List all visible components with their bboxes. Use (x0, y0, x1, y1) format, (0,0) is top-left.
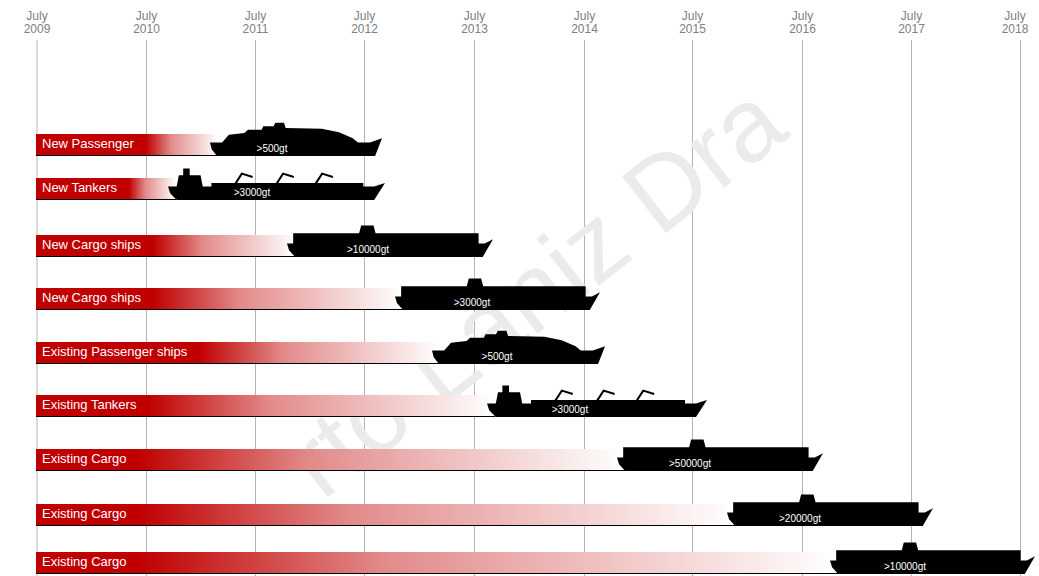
ship-node: >500gt (432, 330, 605, 364)
ship-category: Existing Cargo (36, 552, 127, 572)
phase-bar: New Passenger (36, 134, 218, 156)
year-label: July 2009 (17, 10, 57, 36)
ship-node: >50000gt (617, 437, 823, 471)
ship-hull (395, 279, 600, 310)
ship-node: >20000gt (727, 492, 933, 526)
ship-hull (830, 543, 1035, 574)
tonnage-label: >500gt (482, 352, 513, 362)
ship-hull (432, 331, 605, 364)
ship-silhouette (395, 276, 600, 310)
ship-node: >10000gt (287, 223, 493, 257)
year-label: July 2011 (236, 10, 276, 36)
year-label: July 2010 (127, 10, 167, 36)
ship-silhouette (617, 437, 823, 471)
ship-category: Existing Tankers (36, 395, 136, 415)
ship-node: >3000gt (168, 166, 385, 200)
ship-category: Existing Cargo (36, 449, 127, 469)
year-gridlines (37, 40, 1021, 576)
phase-bar: Existing Cargo (36, 552, 838, 574)
ship-node: >10000gt (830, 540, 1035, 574)
year-label: July 2013 (455, 10, 495, 36)
ship-silhouette (727, 492, 933, 526)
ship-silhouette (210, 122, 382, 156)
ship-crane (235, 174, 333, 184)
ship-crane (555, 391, 654, 401)
ship-category: Existing Cargo (36, 504, 127, 524)
phase-bar: Existing Cargo (36, 504, 735, 526)
ship-hull (487, 386, 707, 417)
ship-category: Existing Passenger ships (36, 342, 187, 362)
phase-bar: New Cargo ships (36, 235, 295, 257)
ship-node: >3000gt (487, 383, 707, 417)
ship-category: New Passenger (36, 134, 134, 154)
tonnage-label: >500gt (257, 144, 288, 154)
year-label: July 2016 (783, 10, 823, 36)
tonnage-label: >10000gt (884, 562, 926, 572)
tonnage-label: >20000gt (779, 514, 821, 524)
ship-hull (727, 495, 933, 526)
ship-category: New Cargo ships (36, 288, 141, 308)
ship-silhouette (287, 223, 493, 257)
year-label: July 2018 (995, 10, 1035, 36)
ship-category: New Tankers (36, 178, 117, 198)
phase-bar: Existing Tankers (36, 395, 495, 417)
year-label: July 2014 (565, 10, 605, 36)
ship-silhouette (168, 166, 385, 200)
phase-bar: Existing Cargo (36, 449, 625, 471)
ship-node: >3000gt (395, 276, 600, 310)
ship-silhouette (830, 540, 1035, 574)
phase-bar: Existing Passenger ships (36, 342, 440, 364)
phase-bar: New Cargo ships (36, 288, 403, 310)
ship-hull (617, 440, 823, 471)
ship-hull (287, 226, 493, 257)
tonnage-label: >3000gt (454, 298, 490, 308)
phase-bar: New Tankers (36, 178, 176, 200)
tonnage-label: >3000gt (234, 188, 270, 198)
ship-category: New Cargo ships (36, 235, 141, 255)
year-label: July 2012 (345, 10, 385, 36)
tonnage-label: >10000gt (347, 245, 389, 255)
ship-node: >500gt (210, 122, 382, 156)
ship-silhouette (432, 330, 605, 364)
tonnage-label: >3000gt (552, 405, 588, 415)
ship-hull (210, 123, 382, 156)
year-label: July 2015 (673, 10, 713, 36)
ship-hull (168, 169, 385, 200)
tonnage-label: >50000gt (669, 459, 711, 469)
ship-silhouette (487, 383, 707, 417)
year-label: July 2017 (892, 10, 932, 36)
